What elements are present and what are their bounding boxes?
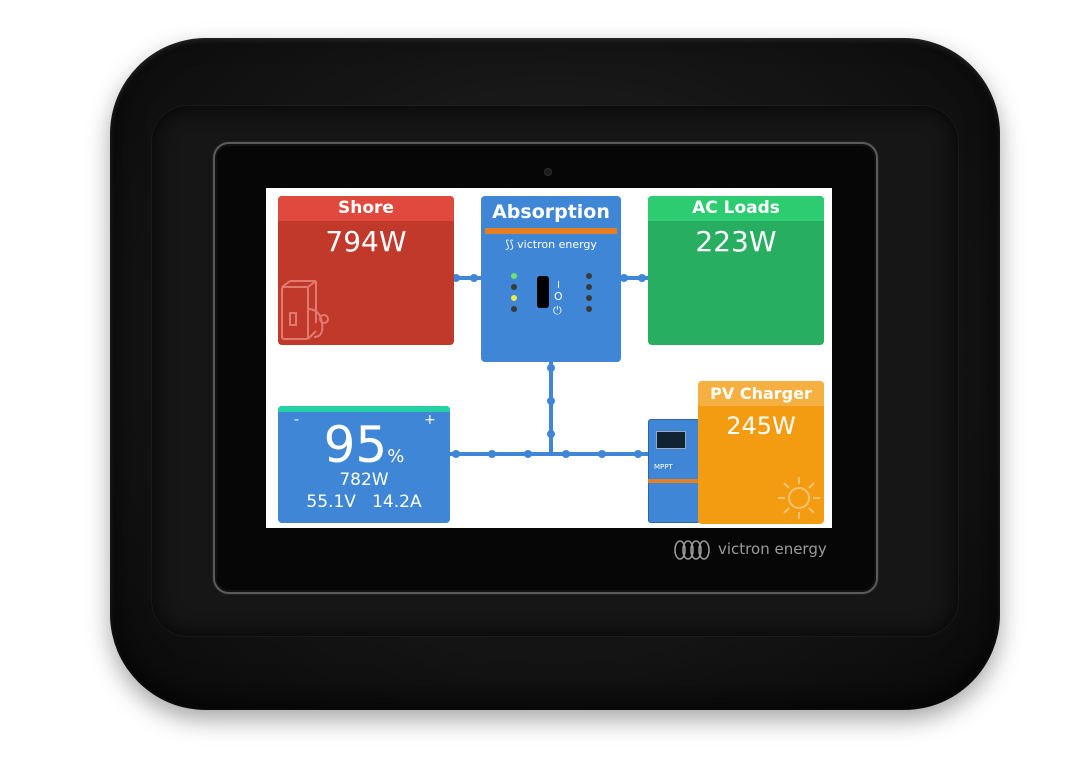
- ac-loads-power: 223W: [695, 225, 777, 258]
- inverter-state: Absorption: [492, 201, 610, 223]
- battery-soc: 95%: [278, 416, 450, 474]
- battery-soc-value: 95: [323, 416, 388, 474]
- inverter-brand-logo: ⟆⟆ victron energy: [481, 238, 621, 251]
- mppt-label: MPPT: [654, 463, 673, 471]
- camera-icon: [544, 168, 552, 176]
- pv-charger-tile[interactable]: PV Charger 245W: [698, 381, 824, 524]
- inverter-accent-stripe: [485, 228, 617, 234]
- battery-voltage: 55.1V: [306, 492, 356, 512]
- shore-tile[interactable]: Shore 794W: [278, 196, 454, 345]
- victron-logo-icon: [674, 540, 710, 560]
- device-brand-text: victron energy: [718, 540, 827, 558]
- inverter-brand-text: victron energy: [517, 238, 597, 251]
- battery-negative-terminal: [290, 406, 304, 412]
- pv-charger-title: PV Charger: [698, 381, 824, 406]
- device-brand-logo: victron energy: [672, 538, 832, 562]
- pv-charger-power: 245W: [726, 412, 796, 440]
- inverter-led-panel: I O ⏻: [511, 273, 592, 317]
- battery-negative-sign: -: [294, 412, 300, 428]
- battery-tile[interactable]: - + 95% 782W 55.1V 14.2A: [278, 406, 450, 523]
- battery-soc-unit: %: [387, 446, 405, 467]
- mppt-device-image: MPPT: [648, 419, 700, 523]
- battery-positive-terminal: [422, 406, 436, 412]
- battery-voltage-current: 55.1V 14.2A: [278, 492, 450, 512]
- svg-text:⏻: ⏻: [553, 304, 562, 317]
- battery-top-bar: [278, 406, 450, 412]
- mppt-display: [656, 431, 686, 449]
- inverter-tile[interactable]: Absorption ⟆⟆ victron energy I O ⏻: [481, 196, 621, 362]
- touch-screen[interactable]: Shore 794W Absorption ⟆⟆ victron energy: [266, 188, 832, 528]
- battery-positive-sign: +: [424, 412, 436, 428]
- sun-icon: [778, 477, 820, 519]
- ac-loads-tile[interactable]: AC Loads 223W: [648, 196, 824, 345]
- svg-text:I: I: [557, 280, 560, 291]
- battery-power: 782W: [339, 470, 389, 490]
- shore-plug-icon: [281, 280, 329, 340]
- shore-power: 794W: [325, 225, 407, 258]
- svg-text:O: O: [554, 290, 563, 303]
- victron-logo-icon: ⟆⟆: [505, 238, 518, 251]
- ac-loads-title: AC Loads: [648, 196, 824, 221]
- shore-title: Shore: [278, 196, 454, 221]
- mppt-accent-band: [648, 479, 700, 483]
- battery-current: 14.2A: [372, 492, 422, 512]
